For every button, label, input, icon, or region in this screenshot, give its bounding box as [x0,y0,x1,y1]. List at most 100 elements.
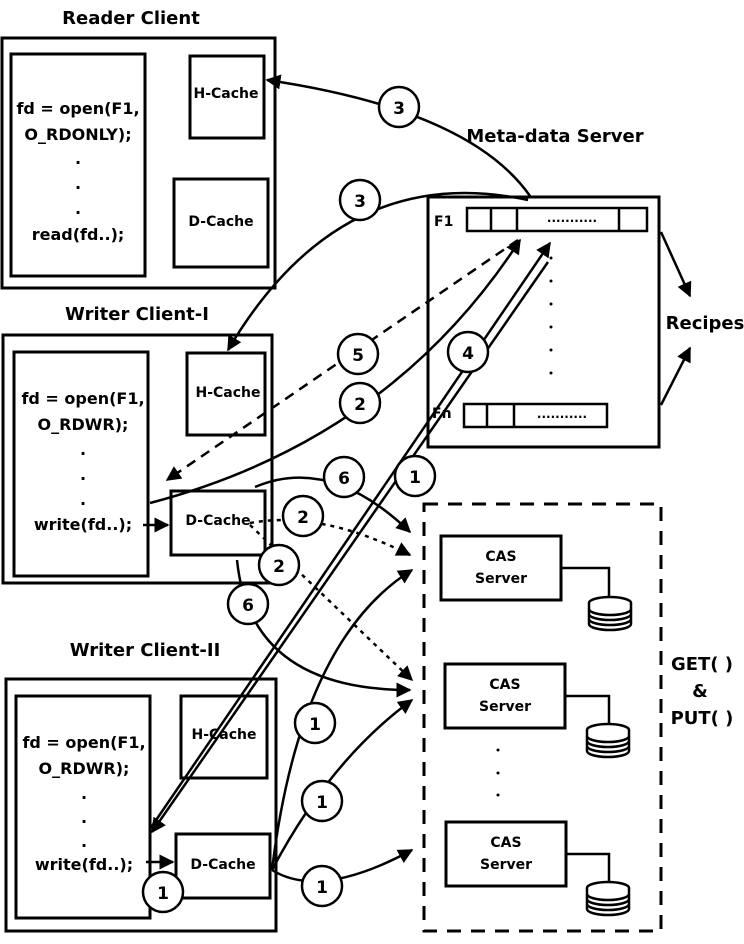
writer-client-2-title: Writer Client-II [70,640,221,661]
cas-server-3: CAS Server [444,820,611,888]
step-2-cas1: 2 [281,494,325,538]
writer-client-1: Writer Client-I fd = open(F1, O_RDWR); .… [1,304,274,585]
step-4: 4 [446,330,490,374]
reader-h-cache [188,54,266,140]
code-line: . [75,149,81,168]
reader-client-title: Reader Client [62,8,200,29]
h-cache-label: H-Cache [191,727,256,743]
step-2-meta: 2 [338,381,382,425]
code-line: . [81,832,87,851]
arrow-step-2-cas1 [249,518,412,557]
step-1-cas1: 1 [293,701,337,745]
svg-text:1: 1 [316,793,328,813]
step-markers: 3 3 5 2 4 6 1 2 2 6 1 1 1 1 [141,85,490,914]
writer1-h-cache [185,351,267,437]
d-cache-label: D-Cache [188,214,253,230]
reader-client: Reader Client fd = open(F1, O_RDONLY); .… [0,8,277,290]
step-6-bottom: 6 [226,582,270,626]
code-line: fd = open(F1, [21,389,144,408]
svg-text:2: 2 [273,557,285,577]
step-1-cas3: 1 [300,864,344,908]
reader-code-box [9,52,147,278]
arrow-step-1-cas2 [270,698,414,871]
h-cache-label: H-Cache [195,385,260,401]
svg-text:CAS: CAS [485,549,516,565]
file-row-label-f1: F1 [434,214,453,230]
svg-text:1: 1 [157,884,169,904]
code-line: . [81,784,87,803]
svg-text:Server: Server [475,571,527,587]
svg-text:...........: ........... [547,211,597,225]
code-line: O_RDWR); [39,759,130,778]
writer2-d-cache [174,832,272,900]
svg-text:5: 5 [352,346,364,366]
reader-d-cache [172,177,270,269]
svg-text:...........: ........... [537,407,587,421]
metadata-server-title: Meta-data Server [466,126,643,147]
writer1-code-box [12,350,150,578]
step-2-cas2: 2 [257,543,301,587]
svg-text:CAS: CAS [489,677,520,693]
cas-cluster: CAS Server CAS Server CAS Server [422,502,734,933]
svg-text:Server: Server [480,857,532,873]
code-line: . [80,465,86,484]
d-cache-label: D-Cache [185,513,250,529]
svg-text:2: 2 [354,395,366,415]
recipes-arrow-bottom [659,346,692,406]
disk-icon [585,722,631,759]
svg-text:1: 1 [309,715,321,735]
code-line: fd = open(F1, [22,733,145,752]
ops-label-put: PUT( ) [671,708,734,729]
cas-dots [496,748,500,797]
recipes-arrow-top [659,231,692,298]
recipes-label: Recipes [666,313,744,334]
svg-text:1: 1 [409,468,421,488]
step-3-writer1: 3 [338,178,382,222]
writer-client-2: Writer Client-II fd = open(F1, O_RDWR); … [4,640,278,933]
step-1-meta: 1 [393,454,437,498]
code-line: O_RDWR); [38,415,129,434]
code-line: . [81,808,87,827]
d-cache-label: D-Cache [190,857,255,873]
writer1-d-cache [169,489,267,557]
svg-text:4: 4 [462,344,474,364]
step-3-reader: 3 [377,85,421,129]
code-line: . [80,490,86,509]
svg-text:3: 3 [354,192,366,212]
step-5: 5 [336,332,380,376]
svg-text:Server: Server [479,699,531,715]
code-line: write(fd..); [34,515,132,534]
code-line: read(fd..); [32,225,125,244]
arrow-step-3-reader [265,74,532,197]
code-line: . [75,174,81,193]
arrow-step-1-cas1 [270,568,414,871]
svg-text:3: 3 [393,99,405,119]
svg-text:6: 6 [242,596,254,616]
svg-text:2: 2 [297,508,309,528]
svg-text:CAS: CAS [490,835,521,851]
svg-text:1: 1 [316,878,328,898]
cas-server-2: CAS Server [443,662,611,730]
code-line: O_RDONLY); [24,125,131,144]
file-row-fn: ........... [462,402,609,429]
metadata-server: Meta-data Server F1 ........... Fn .....… [426,126,744,449]
cas-server-1: CAS Server [439,534,611,602]
code-line: fd = open(F1, [16,99,139,118]
disk-icon [587,595,633,632]
step-1-cas2: 1 [300,779,344,823]
step-1-write: 1 [141,870,185,914]
code-line: . [75,199,81,218]
ops-label-get: GET( ) [671,654,733,675]
code-line: write(fd..); [35,855,133,874]
step-6-top: 6 [322,455,366,499]
ops-label-and: & [692,681,708,702]
writer-client-1-title: Writer Client-I [65,304,209,325]
cas-cluster-boundary [422,502,663,933]
writer2-code-box [14,694,152,920]
arrow-step-1-cas3 [271,848,414,883]
code-line: . [80,440,86,459]
svg-text:6: 6 [338,469,350,489]
h-cache-label: H-Cache [193,86,258,102]
file-row-f1: ........... [465,206,649,233]
